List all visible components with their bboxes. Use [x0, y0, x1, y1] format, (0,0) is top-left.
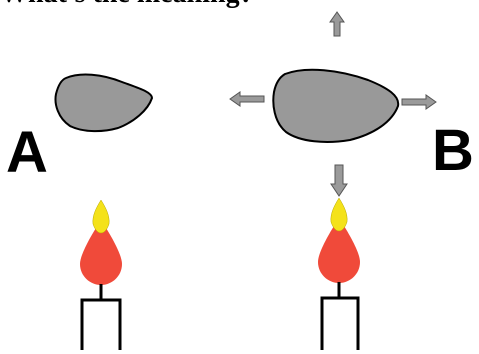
flame-a — [80, 199, 122, 285]
label-b: B — [432, 118, 474, 183]
arrow-up-icon — [329, 11, 345, 37]
burner-b — [318, 197, 360, 350]
arrow-right-icon — [401, 94, 437, 110]
burner-a — [80, 199, 122, 350]
rock-b — [272, 68, 400, 143]
stand-b — [320, 282, 360, 350]
arrow-left-icon — [229, 91, 265, 107]
label-a: A — [6, 120, 48, 185]
arrow-down-icon — [330, 164, 348, 197]
stand-a — [80, 284, 122, 350]
page-title: What's the meaning? — [0, 0, 254, 8]
flame-b — [318, 197, 360, 283]
rock-a — [54, 73, 154, 133]
